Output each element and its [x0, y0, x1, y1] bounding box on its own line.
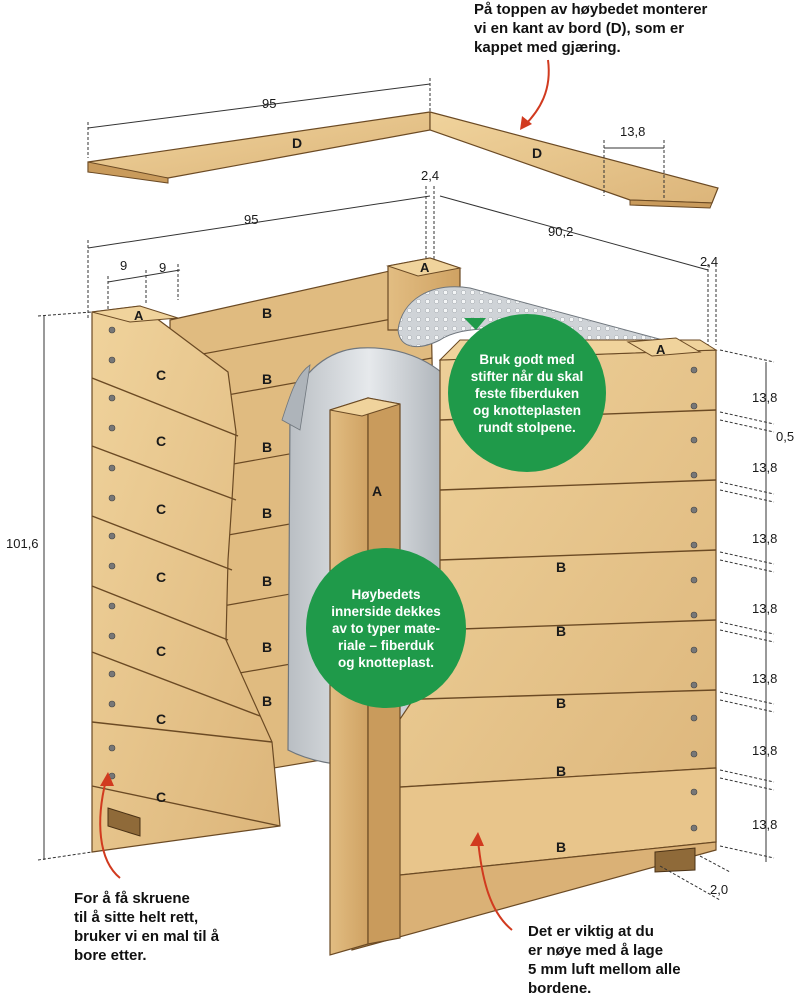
dim-board-1: 13,8	[752, 390, 777, 405]
dim-lines-left	[37, 311, 93, 861]
label-b-back-5: B	[262, 573, 272, 589]
label-c-6: C	[156, 711, 166, 727]
label-c-1: C	[156, 367, 166, 383]
dim-right-offset: 2,4	[700, 254, 718, 269]
info-bubble-lower: Høybedets innerside dekkes av to typer m…	[306, 548, 466, 708]
top-board-right	[429, 111, 719, 209]
dim-board-5: 13,8	[752, 671, 777, 686]
bubble-upper-pointer	[464, 318, 486, 330]
label-c-3: C	[156, 501, 166, 517]
label-b-back-4: B	[262, 505, 272, 521]
dim-foot: 2,0	[710, 882, 728, 897]
label-b-back-7: B	[262, 693, 272, 709]
label-c-2: C	[156, 433, 166, 449]
dim-post-a2: 9	[159, 260, 166, 275]
dim-board-2: 13,8	[752, 460, 777, 475]
label-b-right-4: B	[556, 763, 566, 779]
note-left: For å få skruene til å sitte helt rett, …	[74, 890, 220, 964]
label-b-right-5: B	[556, 839, 566, 855]
label-b-back-6: B	[262, 639, 272, 655]
top-board-left	[87, 111, 431, 184]
label-a-front: A	[372, 483, 382, 499]
dim-board-4: 13,8	[752, 601, 777, 616]
arrow-heads	[100, 116, 532, 846]
dim-height: 101,6	[6, 536, 39, 551]
label-a-right: A	[656, 342, 666, 357]
label-a-left: A	[134, 308, 144, 323]
label-b-back-1: B	[262, 305, 272, 321]
label-b-right-1: B	[556, 559, 566, 575]
label-c-5: C	[156, 643, 166, 659]
right-post	[626, 337, 702, 357]
dim-lines-top	[87, 78, 717, 345]
dim-lines-right	[659, 349, 775, 901]
label-b-back-3: B	[262, 439, 272, 455]
label-b-right-2: B	[556, 623, 566, 639]
label-b-back-2: B	[262, 371, 272, 387]
label-d-left: D	[292, 135, 302, 151]
dim-board-6: 13,8	[752, 743, 777, 758]
dim-board-7: 13,8	[752, 817, 777, 832]
info-bubble-upper: Bruk godt med stifter når du skal feste …	[448, 314, 606, 472]
label-d-right: D	[532, 145, 542, 161]
label-c-7: C	[156, 789, 166, 805]
dim-top-depth: 13,8	[620, 124, 645, 139]
label-b-right-3: B	[556, 695, 566, 711]
label-c-4: C	[156, 569, 166, 585]
dim-board-3: 13,8	[752, 531, 777, 546]
dim-post-offset: 2,4	[421, 168, 439, 183]
note-bottom: Det er viktig at du er nøye med å lage 5…	[528, 923, 681, 997]
dim-post-a1: 9	[120, 258, 127, 273]
label-a-back: A	[420, 260, 430, 275]
dim-frame-width: 95	[244, 212, 258, 227]
dim-right-depth: 90,2	[548, 224, 573, 239]
dim-gap: 0,5	[776, 429, 794, 444]
dim-top-width: 95	[262, 96, 276, 111]
right-wall	[351, 339, 718, 951]
note-top: På toppen av høybedet monterer vi en kan…	[474, 1, 708, 56]
